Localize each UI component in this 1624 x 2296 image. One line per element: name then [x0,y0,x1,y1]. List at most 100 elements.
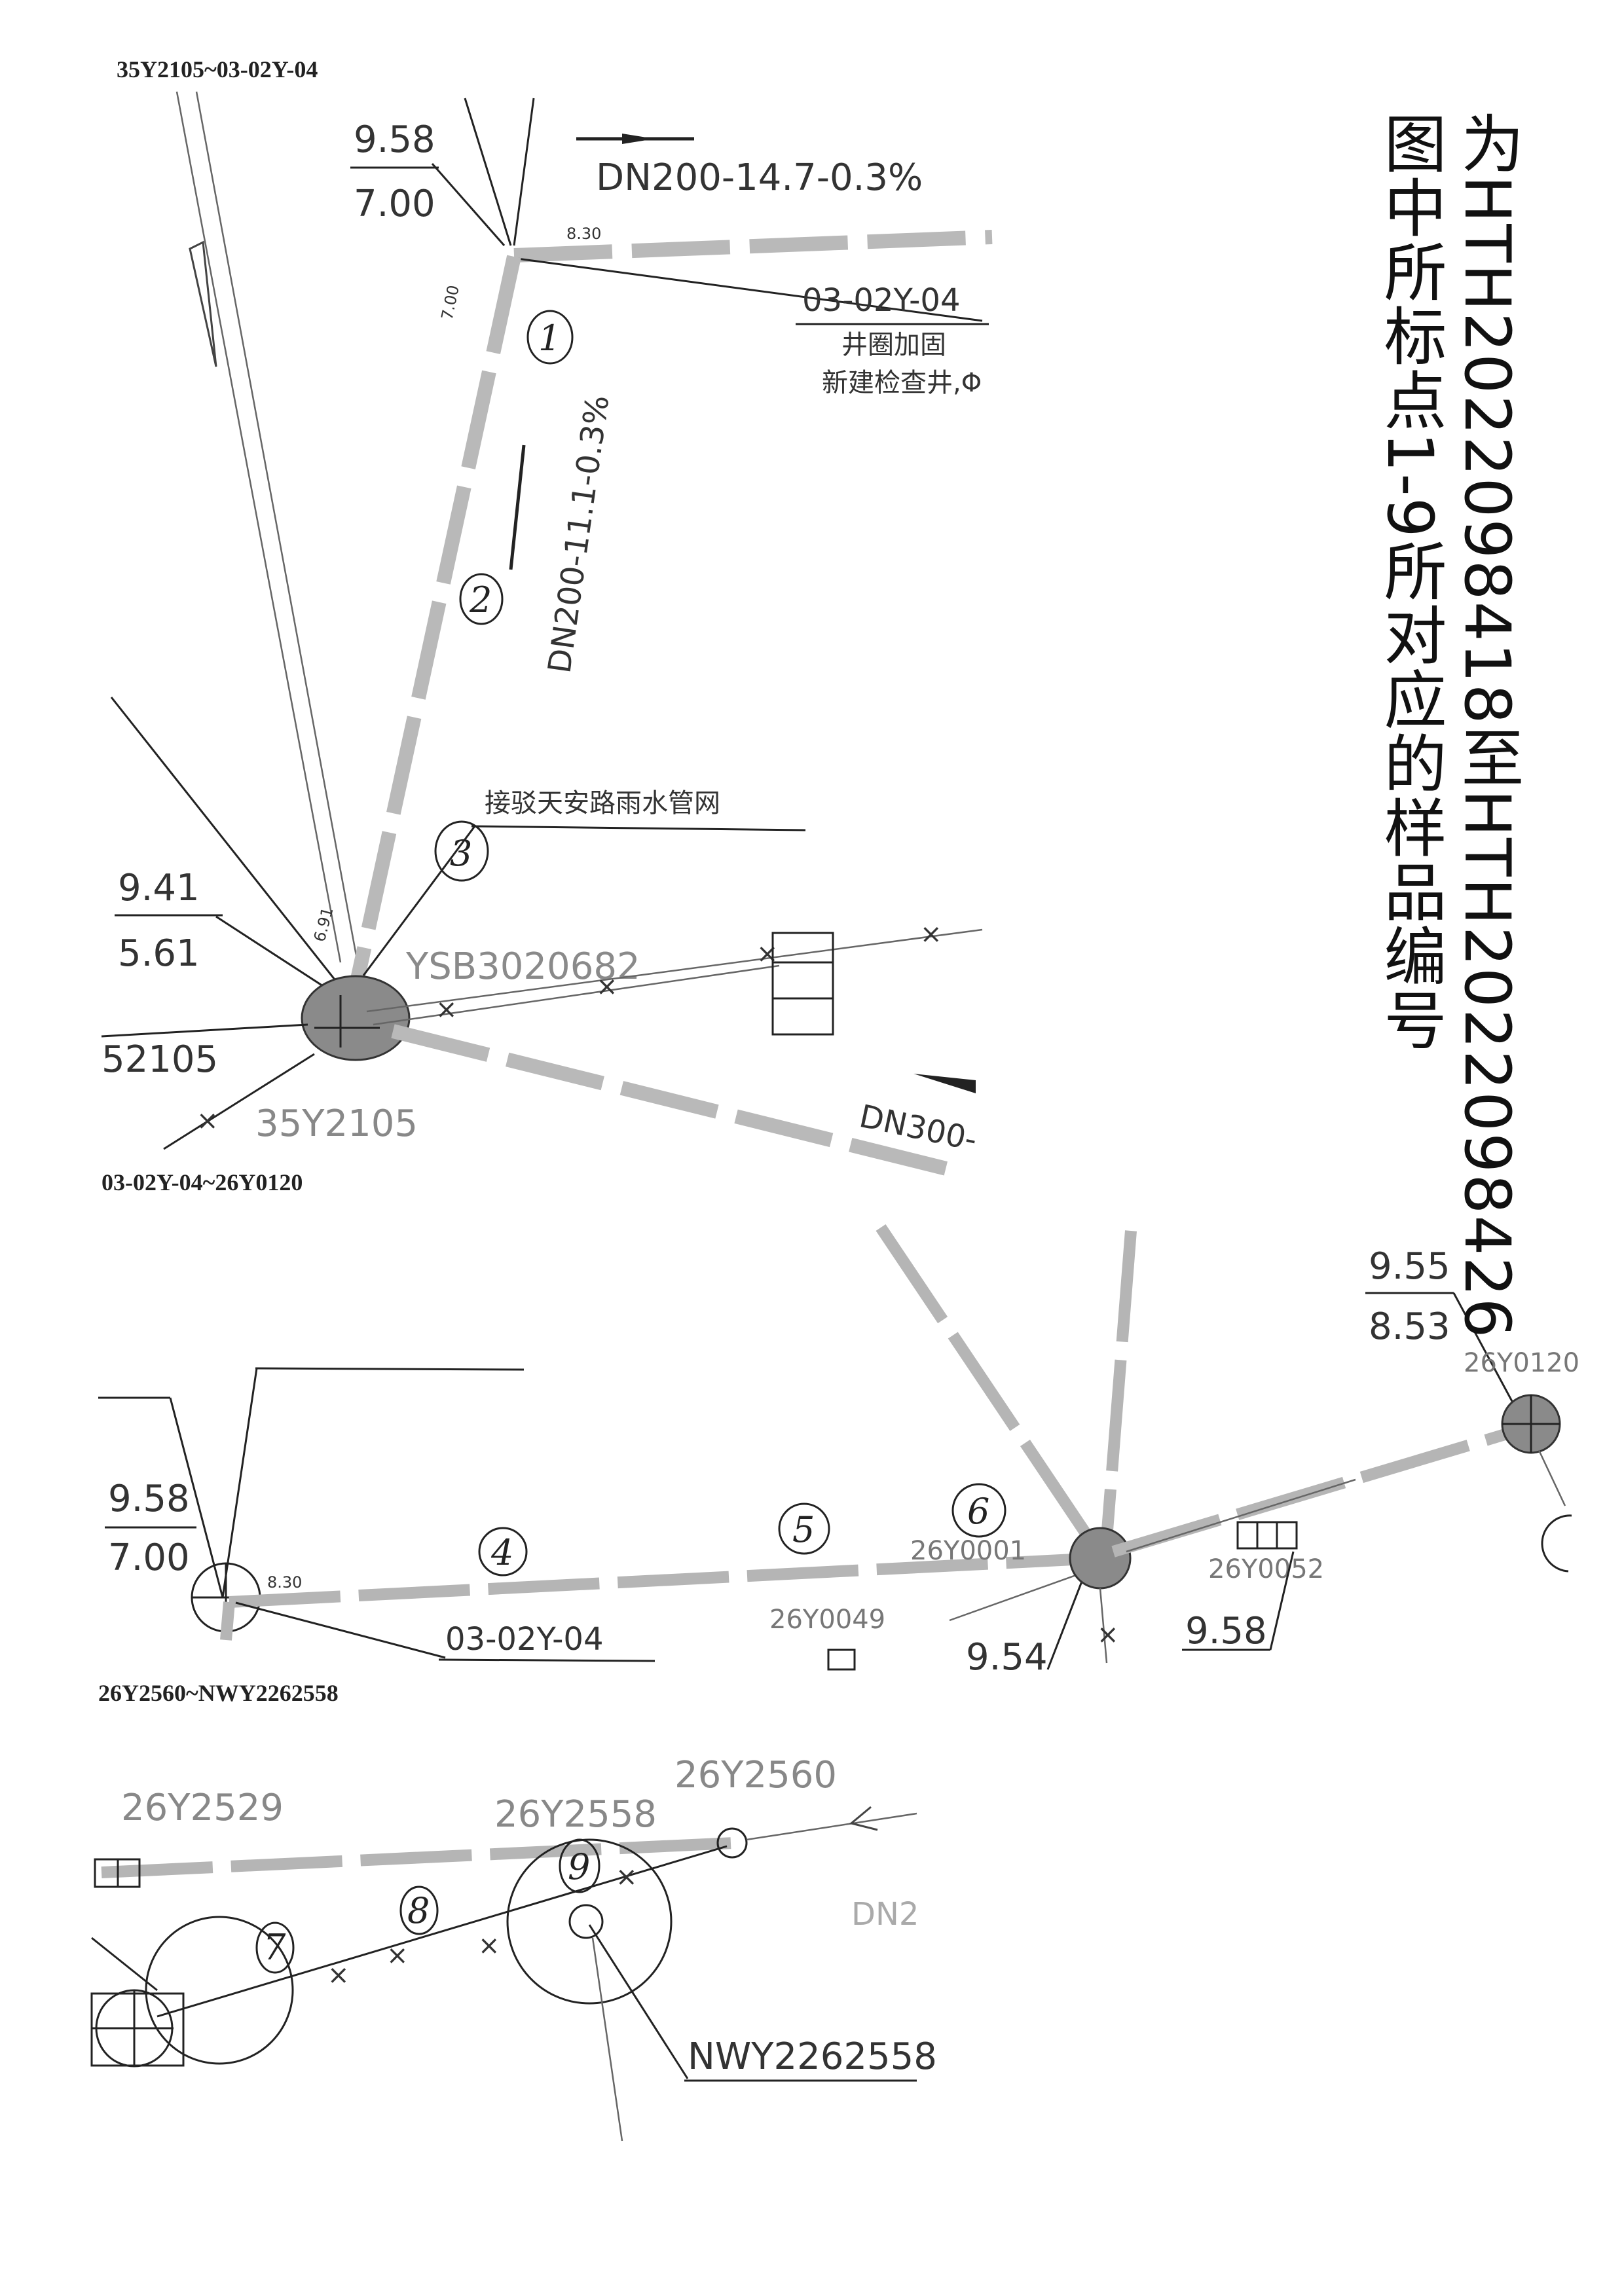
upper-left-leader [110,697,348,996]
elev-700: 7.00 [108,1537,190,1579]
elev-955-leader [1452,1292,1524,1421]
marker-1-label: 1 [538,318,561,359]
well-note-1: 井圈加固 [841,330,946,360]
pipe-spec-1: DN200-14.7-0.3% [596,156,923,199]
elev-853: 8.53 [1369,1305,1450,1348]
inlet-box [771,932,834,1036]
marker-8-label: 8 [407,1890,430,1931]
well-note-2: 新建检查井,Φ [822,368,982,398]
marker-6-label: 6 [967,1491,989,1532]
left-branch-line [175,91,342,963]
label-691: 6.91 [310,905,337,944]
nwy-down-line [591,1937,623,2141]
top-leader-v [221,1368,258,1598]
marker-3 [434,820,489,882]
flow-arrow-icon [189,240,217,367]
well-nwy [568,1904,604,1939]
label-700: 7.00 [437,283,462,321]
nwy-leader [588,1924,689,2079]
small-box [827,1649,856,1671]
marker-7-label: 7 [263,1927,286,1968]
marker-2 [459,573,504,625]
marker-4-label: 4 [490,1532,513,1573]
inflow-arrow-icon [849,1806,878,1831]
manhole-main [301,975,411,1061]
sample-note-line-1: 为HTH2022098418至HTH2022098426 [1450,111,1524,1339]
leader-a [464,98,512,246]
inflow-2560 [746,1812,917,1841]
elev-958b: 9.58 [1185,1610,1267,1652]
pipe-x-upper [366,928,983,1013]
node-id: 35Y2105 [255,1102,418,1145]
connect-leader [362,826,476,976]
pipe-incoming-2 [1101,1230,1137,1539]
id-2560: 26Y2560 [674,1754,837,1796]
node-leader [163,1053,315,1150]
pipe-x-lower [373,964,780,1026]
panel-1-title: 35Y2105~03-02Y-04 [117,56,318,82]
marker-3-label: 3 [450,833,472,874]
well-id-2: 03-02Y-04 [445,1621,604,1658]
node-down-line [1099,1588,1108,1664]
panel-3: 26Y2560~NWY2262558 26Y2529 26Y2558 26Y25… [90,1680,937,2141]
x-mark-icon-4: × [435,994,458,1025]
label-830b: 8.30 [267,1573,302,1592]
marker-7 [255,1922,295,1974]
id-0052: 26Y0052 [1208,1554,1324,1584]
connect-note: 接驳天安路雨水管网 [485,788,720,818]
id-0120: 26Y0120 [1464,1348,1579,1378]
branch-line [1126,1478,1356,1553]
elev-upper-leader [169,1397,224,1598]
pipe-spec-2: DN200-11.1-0.3% [541,393,616,676]
elev-954-leader [1046,1567,1088,1670]
label-830: 8.30 [566,225,601,243]
elev-top: 9.58 [354,118,435,161]
outflow-line [1538,1449,1566,1506]
elev-leader [431,163,506,246]
leader-b [513,98,535,246]
pipe-top [513,230,993,263]
connect-underline [471,825,806,831]
marker-6 [951,1483,1006,1538]
elev-955: 9.55 [1369,1245,1450,1288]
elev-958b-leader [1269,1551,1295,1650]
marker-5 [778,1503,830,1555]
well-leader [517,257,983,322]
x-mark-icon-9: × [478,1931,500,1961]
left-id: 52105 [101,1038,218,1081]
x-mark-icon-3: × [596,972,618,1002]
marker-5-label: 5 [792,1509,815,1550]
manhole-26y0001 [1069,1527,1132,1590]
pipe-incoming-1 [876,1224,1099,1549]
well-id: 03-02Y-04 [802,282,961,319]
direction-arrow-icon [622,134,655,144]
circle-left [145,1916,294,2065]
x-mark-icon-2: × [756,939,779,969]
pipe-to-26y0120 [1111,1421,1531,1558]
elev-b: 5.61 [118,932,200,975]
sample-note: 为HTH2022098418至HTH2022098426 图中所标点1-9所对应… [1371,111,1526,1339]
dn300-arrow-icon [913,1074,976,1093]
id-0049: 26Y0049 [769,1605,885,1635]
left-id-leader [101,1023,308,1038]
grate-box [1236,1521,1298,1550]
marker-9-label: 9 [568,1846,590,1887]
well-left-leader [91,1937,158,1992]
panel-1: 35Y2105~03-02Y-04 9.58 7.00 DN200-14.7-0… [101,56,993,1176]
left-branch-line-2 [195,91,358,960]
nwy-id: NWY2262558 [688,2035,937,2078]
x-mark-icon-6: × [1097,1620,1119,1650]
panel-2-title: 03-02Y-04~26Y0120 [101,1169,303,1195]
inflow-line [949,1570,1088,1622]
pipe-main-horizontal [229,1552,1101,1608]
node-2560 [716,1827,748,1859]
well-id-leader [235,1601,446,1659]
x-mark-icon: × [920,919,942,949]
top-leader-h [255,1367,525,1371]
elev-958: 9.58 [108,1478,190,1520]
pipe-dn300 [391,1024,948,1176]
panel-3-title: 26Y2560~NWY2262558 [98,1680,339,1706]
direction-line-2 [509,445,526,570]
x-mark-icon-5: × [196,1106,219,1136]
